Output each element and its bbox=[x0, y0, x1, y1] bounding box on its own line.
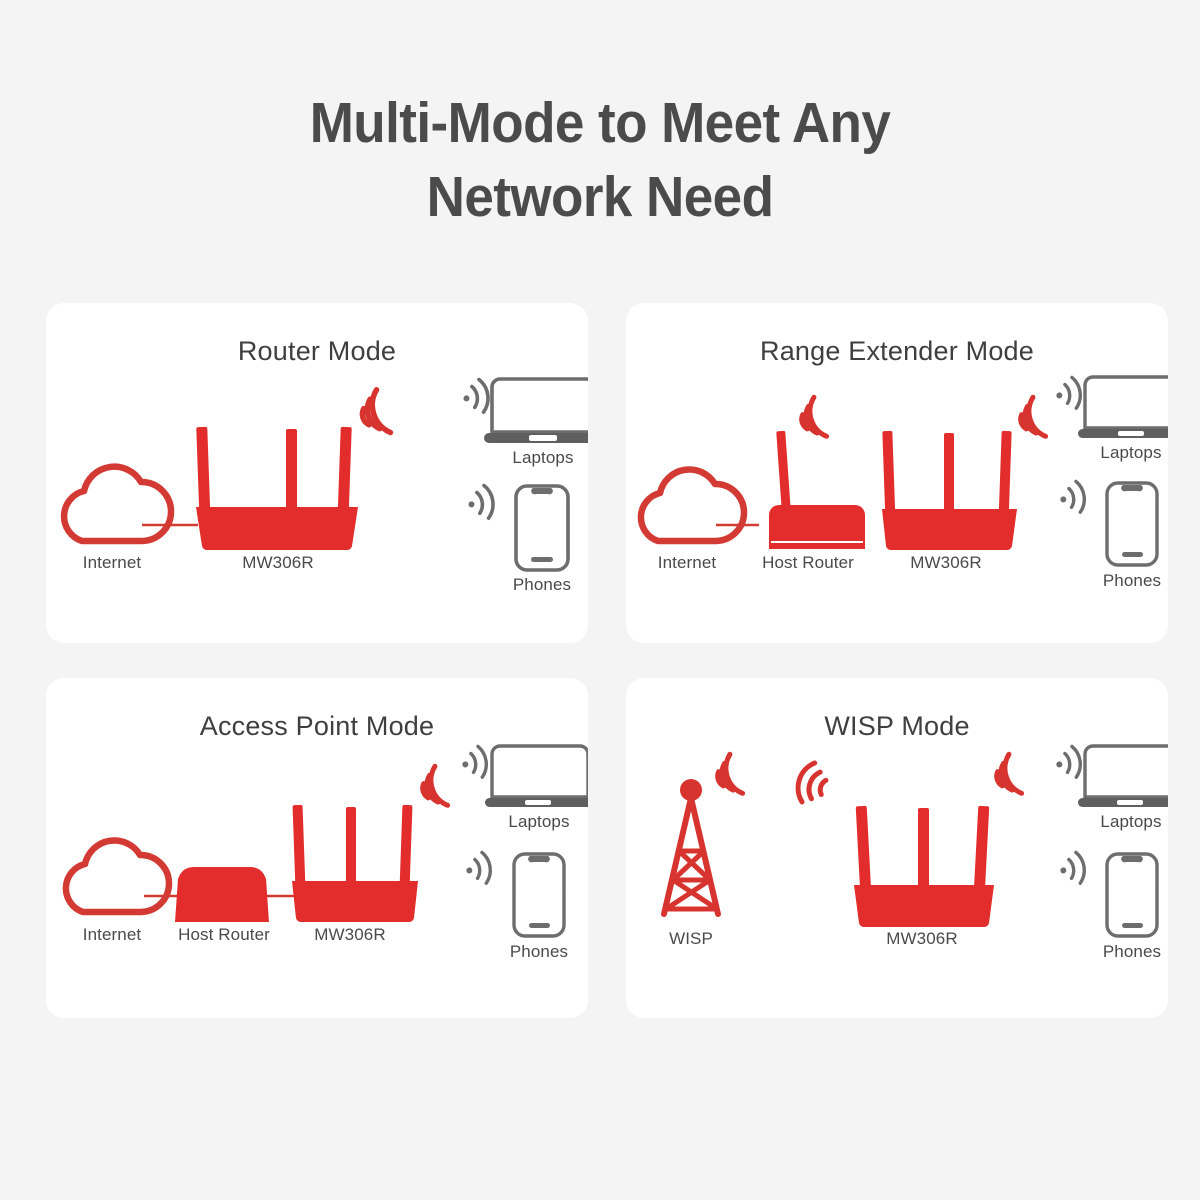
node-label: Laptops bbox=[1100, 443, 1161, 462]
laptop-icon bbox=[1078, 744, 1168, 807]
cloud-icon bbox=[62, 837, 173, 916]
node-label: MW306R bbox=[314, 925, 385, 944]
router-3-antenna-icon bbox=[196, 426, 358, 551]
node-label: Laptops bbox=[512, 448, 573, 467]
phone-icon bbox=[1105, 481, 1159, 567]
node-label: Host Router bbox=[762, 553, 854, 572]
wifi-signal-red-icon bbox=[799, 394, 830, 439]
router-3-antenna-icon bbox=[854, 805, 994, 928]
router-3-antenna-icon bbox=[882, 430, 1017, 551]
card-wisp-mode: WISP Mode bbox=[626, 678, 1168, 1018]
node-label: Laptops bbox=[1100, 812, 1161, 831]
node-label: Internet bbox=[83, 553, 142, 572]
node-label: Phones bbox=[513, 575, 571, 594]
wifi-signal-gray-laptop-icon bbox=[1056, 744, 1082, 779]
phone-icon bbox=[514, 484, 570, 572]
phone-icon bbox=[512, 852, 566, 938]
laptop-icon bbox=[485, 744, 588, 807]
host-router-box-icon bbox=[175, 867, 269, 922]
access-point-mode-diagram: Laptops Phones Internet Host Router bbox=[46, 678, 588, 1018]
host-router-icon bbox=[769, 430, 865, 549]
node-label: MW306R bbox=[242, 553, 313, 572]
card-range-extender-mode: Range Extender Mode bbox=[626, 303, 1168, 643]
wifi-signal-gray-phone-icon bbox=[468, 483, 495, 520]
wifi-signal-red-icon bbox=[715, 751, 746, 796]
wifi-signal-gray-laptop-icon bbox=[1056, 375, 1082, 410]
node-label: WISP bbox=[669, 929, 713, 948]
wifi-signal-gray-phone-icon bbox=[1060, 479, 1086, 514]
node-label: Phones bbox=[1103, 571, 1161, 590]
page-title: Multi-Mode to Meet Any Network Need bbox=[309, 91, 891, 230]
cell-tower-icon bbox=[661, 779, 721, 917]
cloud-icon bbox=[637, 466, 748, 545]
wifi-signal-red-left-icon bbox=[795, 760, 829, 805]
card-access-point-mode: Access Point Mode bbox=[46, 678, 588, 1018]
node-label: Phones bbox=[510, 942, 568, 961]
card-title: Router Mode bbox=[237, 336, 397, 366]
wifi-signal-gray-laptop-icon bbox=[463, 377, 490, 414]
node-label: MW306R bbox=[910, 553, 981, 572]
card-title: Range Extender Mode bbox=[760, 336, 1034, 366]
node-label: Phones bbox=[1103, 942, 1161, 961]
node-label: Laptops bbox=[508, 812, 569, 831]
node-label: Internet bbox=[658, 553, 717, 572]
card-title: WISP Mode bbox=[824, 711, 970, 741]
wifi-signal-red-icon bbox=[1018, 394, 1049, 439]
laptop-icon bbox=[484, 377, 588, 443]
range-extender-mode-diagram: Laptops Phones Internet Host Router bbox=[626, 303, 1168, 643]
wifi-signal-gray-phone-icon bbox=[466, 850, 492, 885]
cloud-icon bbox=[60, 463, 175, 545]
node-label: Host Router bbox=[178, 925, 270, 944]
card-router-mode: Router Mode bbox=[46, 303, 588, 643]
router-3-antenna-icon bbox=[292, 804, 418, 923]
wifi-signal-red-icon bbox=[420, 763, 451, 808]
router-mode-diagram: Laptops Phones Internet MW306R bbox=[46, 303, 588, 643]
wisp-mode-diagram: Laptops Phones WISP MW306R bbox=[626, 678, 1168, 1018]
wifi-signal-red-icon bbox=[359, 386, 394, 436]
laptop-icon bbox=[1078, 375, 1168, 438]
phone-icon bbox=[1105, 852, 1159, 938]
wifi-signal-gray-laptop-icon bbox=[462, 744, 488, 779]
mode-card-grid: Router Mode bbox=[46, 303, 1168, 1018]
wifi-signal-gray-phone-icon bbox=[1060, 850, 1086, 885]
node-label: Internet bbox=[83, 925, 142, 944]
wifi-signal-red-icon bbox=[994, 751, 1025, 796]
card-title: Access Point Mode bbox=[199, 711, 435, 741]
node-label: MW306R bbox=[886, 929, 957, 948]
